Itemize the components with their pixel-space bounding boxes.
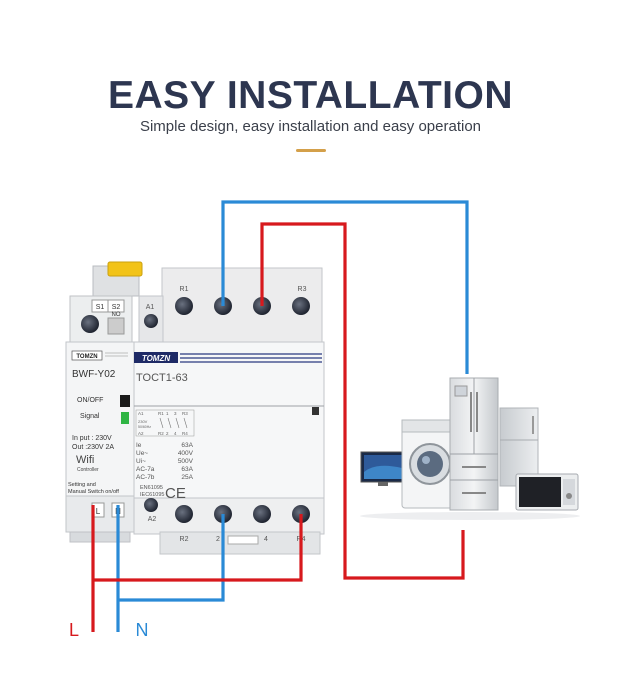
television-icon: [360, 451, 406, 486]
wifi-model: BWF-Y02: [72, 369, 116, 380]
contactor-model: TOCT1-63: [136, 372, 188, 384]
no-label: NO: [112, 312, 121, 318]
controller-label: Controller: [77, 467, 99, 473]
microwave-icon: [515, 473, 579, 511]
screw-icon: [253, 505, 271, 523]
svg-text:63A: 63A: [181, 442, 193, 449]
output-spec: Out :230V 2A: [72, 444, 114, 451]
live-wire-load: [260, 222, 465, 580]
page-title: EASY INSTALLATION: [107, 74, 513, 117]
page-subtitle: Simple design, easy installation and eas…: [139, 118, 482, 135]
svg-text:500V: 500V: [178, 458, 194, 465]
setting-label-2: Manual Switch on/off: [68, 489, 119, 495]
svg-text:3: 3: [174, 411, 177, 416]
contactor: A1 R1 R3 TOMZN TOCT1-63 A1 R1 1 3: [107, 261, 325, 555]
svg-text:R1: R1: [158, 411, 164, 416]
standard-iec: IEC61095: [140, 492, 164, 498]
live-wire-contactor: [93, 514, 303, 582]
wires: [91, 200, 469, 632]
coil-a1-label: A1: [146, 304, 155, 311]
coil-a2-label: A2: [148, 516, 157, 523]
screw-icon: [81, 315, 99, 333]
wifi-label: Wifi: [76, 454, 94, 466]
svg-text:2: 2: [166, 431, 169, 436]
neutral-wire-contactor: [118, 514, 225, 602]
svg-text:TOMZN: TOMZN: [142, 354, 171, 363]
onoff-label: ON/OFF: [77, 397, 103, 404]
svg-text:400V: 400V: [178, 450, 194, 457]
top-label-r1: R1: [180, 286, 189, 293]
bottom-label-4: 4: [264, 536, 268, 543]
terminal-l-label: L: [96, 507, 101, 516]
switch-label-s1: S1: [96, 304, 105, 311]
svg-text:4: 4: [174, 431, 177, 436]
contactor-brand-logo: [134, 352, 178, 363]
svg-text:AC-7a: AC-7a: [136, 466, 155, 473]
title-underline: [296, 149, 326, 152]
screw-icon: [144, 498, 158, 512]
svg-text:Ui~: Ui~: [136, 458, 146, 465]
wifi-module: S1 S2 NO TOMZN BWF-Y02 ON/OFF Signal In …: [65, 265, 140, 543]
screw-icon: [175, 505, 193, 523]
live-label: L: [69, 620, 79, 640]
top-label-r3: R3: [298, 286, 307, 293]
fridge-small-icon: [499, 407, 539, 487]
svg-text:63A: 63A: [181, 466, 193, 473]
switch-label-s2: S2: [112, 304, 121, 311]
ce-mark: CE: [165, 485, 186, 502]
input-spec: In put : 230V: [72, 435, 112, 442]
standard-en: EN61095: [140, 485, 163, 491]
din-clip[interactable]: [107, 261, 143, 277]
svg-text:A1: A1: [138, 411, 144, 416]
svg-text:A2: A2: [138, 431, 144, 436]
screw-icon: [175, 297, 193, 315]
svg-text:R4: R4: [182, 431, 188, 436]
bottom-label-2: 2: [216, 536, 220, 543]
wifi-brand-logo: TOMZN: [76, 354, 97, 360]
appliances-group: [360, 377, 580, 520]
svg-text:50/60Hz: 50/60Hz: [138, 425, 151, 429]
svg-text:1: 1: [166, 411, 169, 416]
neutral-wire-load: [221, 200, 469, 374]
bottom-label-r2: R2: [180, 536, 189, 543]
spec-table: Ie 63A Ue~ 400V Ui~ 500V AC-7a 63A AC-7b…: [136, 442, 194, 481]
svg-text:Ue~: Ue~: [136, 450, 148, 457]
svg-text:25A: 25A: [181, 474, 193, 481]
screw-icon: [292, 297, 310, 315]
onoff-button[interactable]: [120, 395, 130, 407]
washing-machine-icon: [401, 419, 459, 509]
svg-text:230V: 230V: [138, 419, 148, 424]
signal-led: [121, 412, 129, 424]
svg-text:AC-7b: AC-7b: [136, 474, 155, 481]
setting-label-1: Setting and: [68, 482, 96, 488]
svg-text:R3: R3: [182, 411, 188, 416]
signal-label: Signal: [80, 413, 100, 420]
refrigerator-icon: [449, 377, 499, 511]
svg-text:R2: R2: [158, 431, 164, 436]
circuit-diagram: A1 R1 1 3 R3 230V 50/60Hz A2 R2 2 4 R4: [135, 409, 195, 437]
screw-icon: [144, 314, 158, 328]
neutral-label: N: [136, 620, 149, 640]
svg-text:Ie: Ie: [136, 442, 142, 449]
